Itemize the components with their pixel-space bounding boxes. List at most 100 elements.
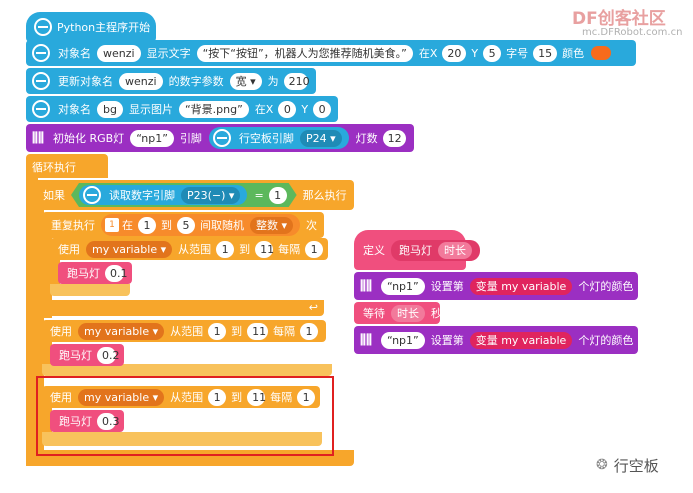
obj-name-input[interactable]: wenzi (119, 72, 163, 90)
label: 的数字参数 (168, 75, 224, 88)
variable-reporter[interactable]: 变量 my variable (469, 331, 573, 349)
label: 对象名 (58, 103, 91, 116)
file-input[interactable]: “背景.png” (178, 100, 249, 118)
rgb-name-input[interactable]: “np1” (130, 129, 174, 147)
led-strip-icon: ⫼⫼ (360, 332, 372, 348)
footer-watermark: ❂ 行空板 (596, 452, 686, 478)
call-marquee-block[interactable]: 跑马灯 0.1 (58, 262, 132, 284)
label: 到 (161, 219, 172, 232)
label: 在X (418, 47, 438, 60)
update-param-block[interactable]: 更新对象名 wenzi 的数字参数 宽 ▾ 为 210 (26, 68, 316, 94)
param-pill[interactable]: 时长 (438, 241, 472, 259)
variable-dropdown[interactable]: my variable ▾ (78, 322, 165, 340)
label: 定义 (363, 244, 385, 257)
repeat-block[interactable]: 重复执行 1 在 1 到 5 间取随机 整数 ▾ 次 (42, 212, 324, 238)
value-input[interactable]: 210 (283, 72, 310, 90)
to-input[interactable]: 11 (255, 240, 274, 258)
step-input[interactable]: 1 (305, 240, 324, 258)
label: 设置第 (430, 334, 464, 347)
call-marquee-block[interactable]: 跑马灯 0.2 (50, 344, 124, 366)
obj-name-input[interactable]: bg (97, 100, 123, 118)
read-pin-reporter[interactable]: 读取数字引脚 P23(−) ▾ (79, 185, 247, 205)
variable-dropdown[interactable]: my variable ▾ (86, 240, 173, 258)
label: 跑马灯 (399, 244, 432, 257)
type-dropdown[interactable]: 整数 ▾ (250, 216, 294, 234)
label: 为 (267, 75, 279, 88)
display-icon (32, 44, 50, 62)
pin-reporter[interactable]: 行空板引脚 P24 ▾ (208, 127, 349, 149)
variable-dropdown[interactable]: my variable ▾ (78, 388, 165, 406)
display-icon (32, 72, 50, 90)
from-input[interactable]: 1 (208, 322, 227, 340)
label: 个灯的颜色 (578, 334, 634, 347)
from-input[interactable]: 1 (216, 240, 235, 258)
label: 在X (254, 103, 274, 116)
text-input[interactable]: “按下“按钮”，机器人为您推荐随机美食。” (196, 44, 413, 62)
label: Y (301, 102, 309, 116)
call-marquee-block[interactable]: 跑马灯 0.3 (50, 410, 124, 432)
python-icon (34, 18, 52, 36)
count-input[interactable]: 12 (382, 129, 406, 147)
step-input[interactable]: 1 (297, 388, 316, 406)
rgb-name-input[interactable]: “np1” (380, 277, 425, 295)
from-input[interactable]: 1 (138, 216, 156, 234)
to-input[interactable]: 5 (177, 216, 195, 234)
label: 灯数 (355, 132, 378, 145)
y-input[interactable]: 0 (313, 100, 332, 118)
math-icon: 1 (105, 218, 119, 232)
condition[interactable]: 读取数字引脚 P23(−) ▾ = 1 (71, 183, 297, 207)
define-function-block[interactable]: 定义 跑马灯 时长 (354, 230, 480, 270)
repeat-arrow-icon: ↩ (308, 301, 318, 314)
from-input[interactable]: 1 (208, 388, 227, 406)
label: 从范围 (178, 243, 212, 256)
x-input[interactable]: 0 (278, 100, 297, 118)
label: 更新对象名 (58, 75, 113, 88)
random-reporter[interactable]: 1 在 1 到 5 间取随机 整数 ▾ (101, 214, 301, 236)
footer-label: 行空板 (613, 456, 659, 475)
label: 等待 (363, 307, 385, 320)
rgb-init-block[interactable]: ⫼⫼ 初始化 RGB灯 “np1” 引脚 行空板引脚 P24 ▾ 灯数 12 (26, 124, 414, 152)
for-bottom (42, 364, 332, 376)
value-input[interactable]: 1 (269, 187, 287, 204)
pin-dropdown[interactable]: P24 ▾ (299, 129, 342, 147)
rgb-name-input[interactable]: “np1” (380, 331, 425, 349)
duration-input[interactable]: 0.2 (97, 346, 120, 364)
operator: = (254, 188, 264, 202)
obj-name-input[interactable]: wenzi (97, 44, 141, 62)
variable-reporter[interactable]: 变量 my variable (469, 277, 573, 295)
wait-block[interactable]: 等待 时长 秒 (354, 302, 442, 324)
label: 从范围 (170, 391, 204, 404)
label: 初始化 RGB灯 (52, 132, 125, 145)
step-input[interactable]: 1 (300, 322, 318, 340)
param-pill[interactable]: 时长 (391, 304, 425, 322)
show-text-block[interactable]: 对象名 wenzi 显示文字 “按下“按钮”，机器人为您推荐随机美食。” 在X … (26, 40, 636, 66)
duration-input[interactable]: 0.3 (97, 412, 120, 430)
for-range-block[interactable]: 使用 my variable ▾ 从范围 1 到 11 每隔 1 (42, 386, 320, 408)
set-led-color-block[interactable]: ⫼⫼ “np1” 设置第 变量 my variable 个灯的颜色 (354, 272, 638, 300)
label: 行空板引脚 (238, 132, 294, 145)
param-dropdown[interactable]: 宽 ▾ (229, 72, 262, 90)
size-input[interactable]: 15 (533, 44, 558, 62)
for-range-block[interactable]: 使用 my variable ▾ 从范围 1 到 11 每隔 1 (42, 320, 326, 342)
pin-dropdown[interactable]: P23(−) ▾ (181, 187, 240, 204)
watermark-url: mc.DFRobot.com.cn (582, 27, 683, 38)
show-image-block[interactable]: 对象名 bg 显示图片 “背景.png” 在X 0 Y 0 (26, 96, 338, 122)
hat-label: Python主程序开始 (57, 21, 151, 34)
y-input[interactable]: 5 (483, 44, 502, 62)
to-input[interactable]: 11 (247, 388, 266, 406)
duration-input[interactable]: 0.1 (105, 264, 128, 282)
label: 次 (306, 219, 318, 232)
if-block[interactable]: 如果 读取数字引脚 P23(−) ▾ = 1 那么执行 (34, 180, 354, 210)
for-range-block[interactable]: 使用 my variable ▾ 从范围 1 到 11 每隔 1 (50, 238, 328, 260)
label: 使用 (58, 243, 80, 256)
led-strip-icon: ⫼⫼ (32, 130, 44, 146)
python-main-start-hat[interactable]: Python主程序开始 (26, 12, 156, 42)
x-input[interactable]: 20 (442, 44, 467, 62)
function-name-field[interactable]: 跑马灯 时长 (391, 239, 480, 261)
forever-loop[interactable]: 循环执行 (26, 154, 108, 178)
repeat-arm (42, 236, 52, 318)
label: 每隔 (278, 243, 301, 256)
color-swatch[interactable] (591, 46, 612, 60)
set-led-color-block[interactable]: ⫼⫼ “np1” 设置第 变量 my variable 个灯的颜色 (354, 326, 638, 354)
to-input[interactable]: 11 (247, 322, 268, 340)
